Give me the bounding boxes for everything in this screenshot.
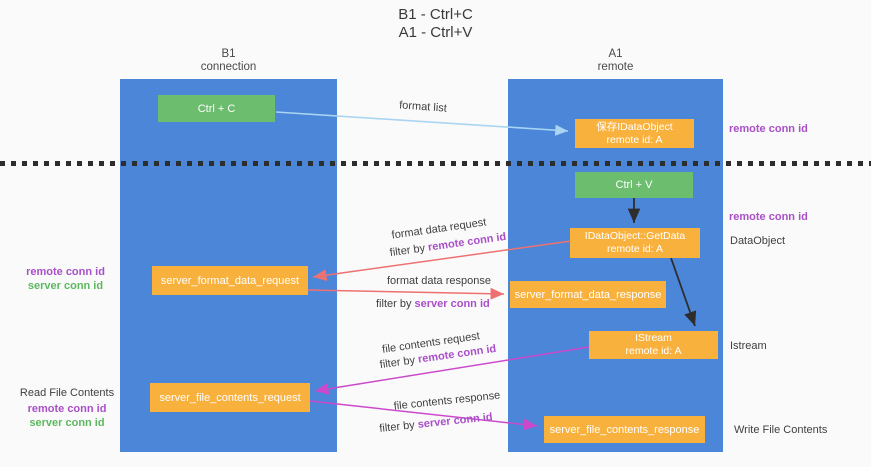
edge-label-format-data-response: format data response xyxy=(387,275,491,287)
node-ctrl-v: Ctrl + V xyxy=(575,172,693,198)
edge-label-format-list: format list xyxy=(398,99,448,115)
side-label-remote-conn-id-1: remote conn id xyxy=(729,123,808,135)
node-save-idataobject: 保存IDataObject remote id: A xyxy=(575,119,694,148)
lane-a1-role: remote xyxy=(597,61,634,73)
node-save-idataobject-line2: remote id: A xyxy=(606,133,663,146)
node-save-idataobject-line1: 保存IDataObject xyxy=(596,120,673,133)
side-label-write-file-contents: Write File Contents xyxy=(734,424,828,436)
diagram-title: B1 - Ctrl+C A1 - Ctrl+V xyxy=(0,6,871,42)
server-conn-id-text: server conn id xyxy=(27,280,104,292)
node-istream-line2: remote id: A xyxy=(625,345,682,357)
read-file-contents-text: Read File Contents xyxy=(19,387,115,399)
server-conn-id-text: server conn id xyxy=(417,411,494,431)
node-ctrl-c: Ctrl + C xyxy=(158,95,275,122)
filter-by-text: filter by xyxy=(376,298,412,310)
node-format-response-label: server_format_data_response xyxy=(514,288,662,301)
lane-b1-name: B1 xyxy=(221,48,236,60)
node-server-file-contents-request: server_file_contents_request xyxy=(150,383,310,412)
lane-header-a1: A1 remote xyxy=(508,48,723,74)
lane-header-b1: B1 connection xyxy=(120,48,337,74)
lane-b1-role: connection xyxy=(200,61,257,73)
node-getdata-line2: remote id: A xyxy=(606,243,664,255)
side-label-conn-ids-format: remote conn id server conn id xyxy=(18,265,113,293)
node-idataobject-getdata: IDataObject::GetData remote id: A xyxy=(570,228,700,258)
remote-conn-id-text: remote conn id xyxy=(27,403,107,415)
filter-by-text: filter by xyxy=(378,419,416,435)
filter-by-text: filter by xyxy=(379,354,416,372)
node-server-format-data-request: server_format_data_request xyxy=(152,266,308,295)
node-server-file-contents-response: server_file_contents_response xyxy=(544,416,705,443)
node-istream-line1: IStream xyxy=(635,332,672,344)
lane-a1-name: A1 xyxy=(608,48,623,60)
side-label-read-file-contents-block: Read File Contents remote conn id server… xyxy=(16,386,118,430)
node-file-response-label: server_file_contents_response xyxy=(549,423,700,436)
title-line-1: B1 - Ctrl+C xyxy=(398,6,473,23)
node-file-request-label: server_file_contents_request xyxy=(159,391,301,404)
node-istream: IStream remote id: A xyxy=(589,331,718,359)
edge-label-filter-server-2: filter by server conn id xyxy=(377,411,496,435)
remote-conn-id-text: remote conn id xyxy=(26,266,105,278)
title-line-2: A1 - Ctrl+V xyxy=(398,24,473,41)
side-label-remote-conn-id-2: remote conn id xyxy=(729,211,808,223)
side-label-dataobject: DataObject xyxy=(730,235,786,247)
node-ctrl-c-label: Ctrl + C xyxy=(197,102,236,115)
server-conn-id-text: server conn id xyxy=(414,298,490,310)
node-ctrl-v-label: Ctrl + V xyxy=(615,179,653,191)
arrow-format-data-response xyxy=(307,287,505,300)
edge-label-file-contents-response: file contents response xyxy=(393,389,501,413)
session-divider-dashed-line xyxy=(0,161,871,166)
server-conn-id-text: server conn id xyxy=(29,417,105,429)
node-format-request-label: server_format_data_request xyxy=(160,274,300,287)
node-server-format-data-response: server_format_data_response xyxy=(510,281,666,308)
edge-label-filter-server-1: filter by server conn id xyxy=(376,298,490,310)
filter-by-text: filter by xyxy=(389,242,426,260)
side-label-istream: Istream xyxy=(730,340,767,352)
node-getdata-line1: IDataObject::GetData xyxy=(584,230,686,242)
